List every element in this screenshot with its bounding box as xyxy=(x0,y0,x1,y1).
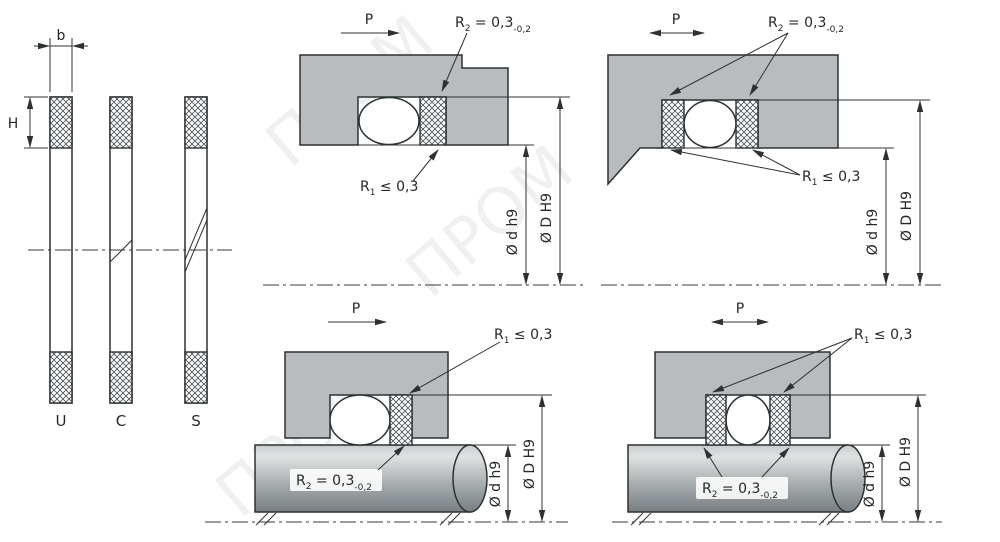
support-mark xyxy=(263,512,277,526)
pressure-arrow-double: P xyxy=(649,12,705,37)
r2-label: R2 = 0,3-0,2 xyxy=(702,481,778,501)
support-mark xyxy=(638,512,652,526)
support-mark xyxy=(447,512,461,526)
ring-type-u xyxy=(49,96,73,404)
dimension-groove-diameter: Ø D H9 xyxy=(522,395,546,522)
dimension-rod-diameter: Ø d h9 xyxy=(865,148,890,285)
backup-ring-section xyxy=(705,394,727,446)
rod-end-cap xyxy=(830,444,866,513)
r1-label: R1 ≤ 0,3 xyxy=(494,327,552,346)
label-patch xyxy=(696,477,788,499)
label-patch xyxy=(290,469,382,491)
o-ring-section xyxy=(358,96,420,146)
rod-diameter-label: Ø d h9 xyxy=(865,209,881,256)
pressure-arrow-double: P xyxy=(711,301,769,326)
leader-arrow xyxy=(670,148,801,176)
leader-arrow xyxy=(749,32,789,96)
rod-diameter-label: Ø d h9 xyxy=(488,461,504,508)
ring-section-bottom xyxy=(184,351,208,404)
groove-diameter-label: Ø D H9 xyxy=(539,193,555,243)
pressure-label: P xyxy=(352,301,360,317)
radius-r2-callout: R2 = 0,3-0,2 xyxy=(669,15,844,96)
install-diagram-double-acting-rod: P R1 ≤ 0,3 R2 = 0,3-0,2 Ø d h9 Ø D H9 xyxy=(612,301,942,526)
backup-ring-section xyxy=(661,99,685,149)
backup-ring-section xyxy=(419,96,447,146)
cut-line xyxy=(184,207,208,261)
pressure-label: P xyxy=(365,12,373,28)
dimension-groove-diameter: Ø D H9 xyxy=(539,97,564,285)
dimension-rod-diameter: Ø d h9 xyxy=(505,145,530,285)
pressure-label: P xyxy=(736,301,744,317)
rod-diameter-label: Ø d h9 xyxy=(505,209,521,256)
ring-section-bottom xyxy=(49,351,73,404)
ring-type-label-u: U xyxy=(56,412,67,430)
radius-r1-callout: R1 ≤ 0,3 xyxy=(670,148,860,188)
ring-type-c xyxy=(109,96,133,404)
ring-type-s xyxy=(184,96,208,404)
o-ring-section xyxy=(329,394,391,446)
dim-b-label: b xyxy=(57,28,66,44)
pressure-arrow-single: P xyxy=(341,12,400,37)
ring-section-top xyxy=(109,96,133,149)
rod-diameter-label: Ø d h9 xyxy=(862,461,878,508)
dimension-h: H xyxy=(8,96,48,149)
radius-r2-callout: R2 = 0,3-0,2 xyxy=(696,447,790,501)
ring-type-label-s: S xyxy=(191,412,201,430)
r2-label: R2 = 0,3-0,2 xyxy=(296,473,372,493)
ring-section-top xyxy=(184,96,208,149)
groove-diameter-label: Ø D H9 xyxy=(898,437,914,487)
r2-label: R2 = 0,3-0,2 xyxy=(455,15,531,35)
support-mark xyxy=(818,512,832,526)
radius-r1-callout: R1 ≤ 0,3 xyxy=(712,327,912,393)
install-diagram-double-acting-housing: P R2 = 0,3-0,2 R1 ≤ 0,3 Ø d h9 Ø D H9 xyxy=(601,12,944,286)
dimension-rod-diameter: Ø d h9 xyxy=(862,445,886,522)
dim-h-label: H xyxy=(8,116,19,132)
leader-arrow xyxy=(409,341,501,394)
r1-label: R1 ≤ 0,3 xyxy=(854,327,912,346)
leader-arrow xyxy=(752,149,801,176)
groove-diameter-label: Ø D H9 xyxy=(522,439,538,489)
r1-label: R1 ≤ 0,3 xyxy=(360,179,418,198)
dimension-groove-diameter: Ø D H9 xyxy=(898,395,922,522)
leader-arrow xyxy=(412,149,439,182)
ring-cross-sections: b H U C S xyxy=(8,28,232,430)
r2-label: R2 = 0,3-0,2 xyxy=(768,15,844,35)
backup-ring-section xyxy=(769,394,791,446)
support-mark xyxy=(439,512,453,526)
o-ring-section xyxy=(725,394,771,446)
install-diagram-single-acting-rod: P R1 ≤ 0,3 R2 = 0,3-0,2 Ø d h9 Ø D H9 xyxy=(205,301,568,526)
radius-r1-callout: R1 ≤ 0,3 xyxy=(360,149,439,198)
dimension-b: b xyxy=(34,28,88,92)
groove-diameter-label: Ø D H9 xyxy=(899,191,915,241)
rod-end-cap xyxy=(452,444,488,513)
cut-line xyxy=(109,239,133,263)
r1-label: R1 ≤ 0,3 xyxy=(802,169,860,188)
ring-type-label-c: C xyxy=(116,412,126,430)
leader-arrow xyxy=(703,447,723,478)
dimension-groove-diameter: Ø D H9 xyxy=(899,100,924,285)
ring-section-bottom xyxy=(109,351,133,404)
radius-r2-callout: R2 = 0,3-0,2 xyxy=(290,445,405,493)
radius-r1-callout: R1 ≤ 0,3 xyxy=(409,327,552,394)
backup-ring-section xyxy=(735,99,759,149)
leader-arrow xyxy=(712,337,853,393)
ring-section-top xyxy=(49,96,73,149)
support-mark xyxy=(255,512,269,526)
support-mark xyxy=(630,512,644,526)
leader-arrow xyxy=(761,447,790,478)
backup-ring-section xyxy=(389,394,413,446)
leader-arrow xyxy=(669,32,789,96)
leader-arrow xyxy=(377,445,405,471)
install-diagram-single-acting-housing: P R2 = 0,3-0,2 R1 ≤ 0,3 Ø d h9 Ø D H9 xyxy=(263,12,586,286)
support-mark xyxy=(826,512,840,526)
dimension-rod-diameter: Ø d h9 xyxy=(488,445,512,522)
radius-r2-callout: R2 = 0,3-0,2 xyxy=(441,15,531,92)
o-ring-section xyxy=(683,99,737,149)
pressure-arrow-single: P xyxy=(328,301,387,326)
cut-line xyxy=(184,219,208,273)
pressure-label: P xyxy=(672,12,680,28)
leader-arrow xyxy=(783,337,853,393)
leader-arrow xyxy=(441,32,468,92)
